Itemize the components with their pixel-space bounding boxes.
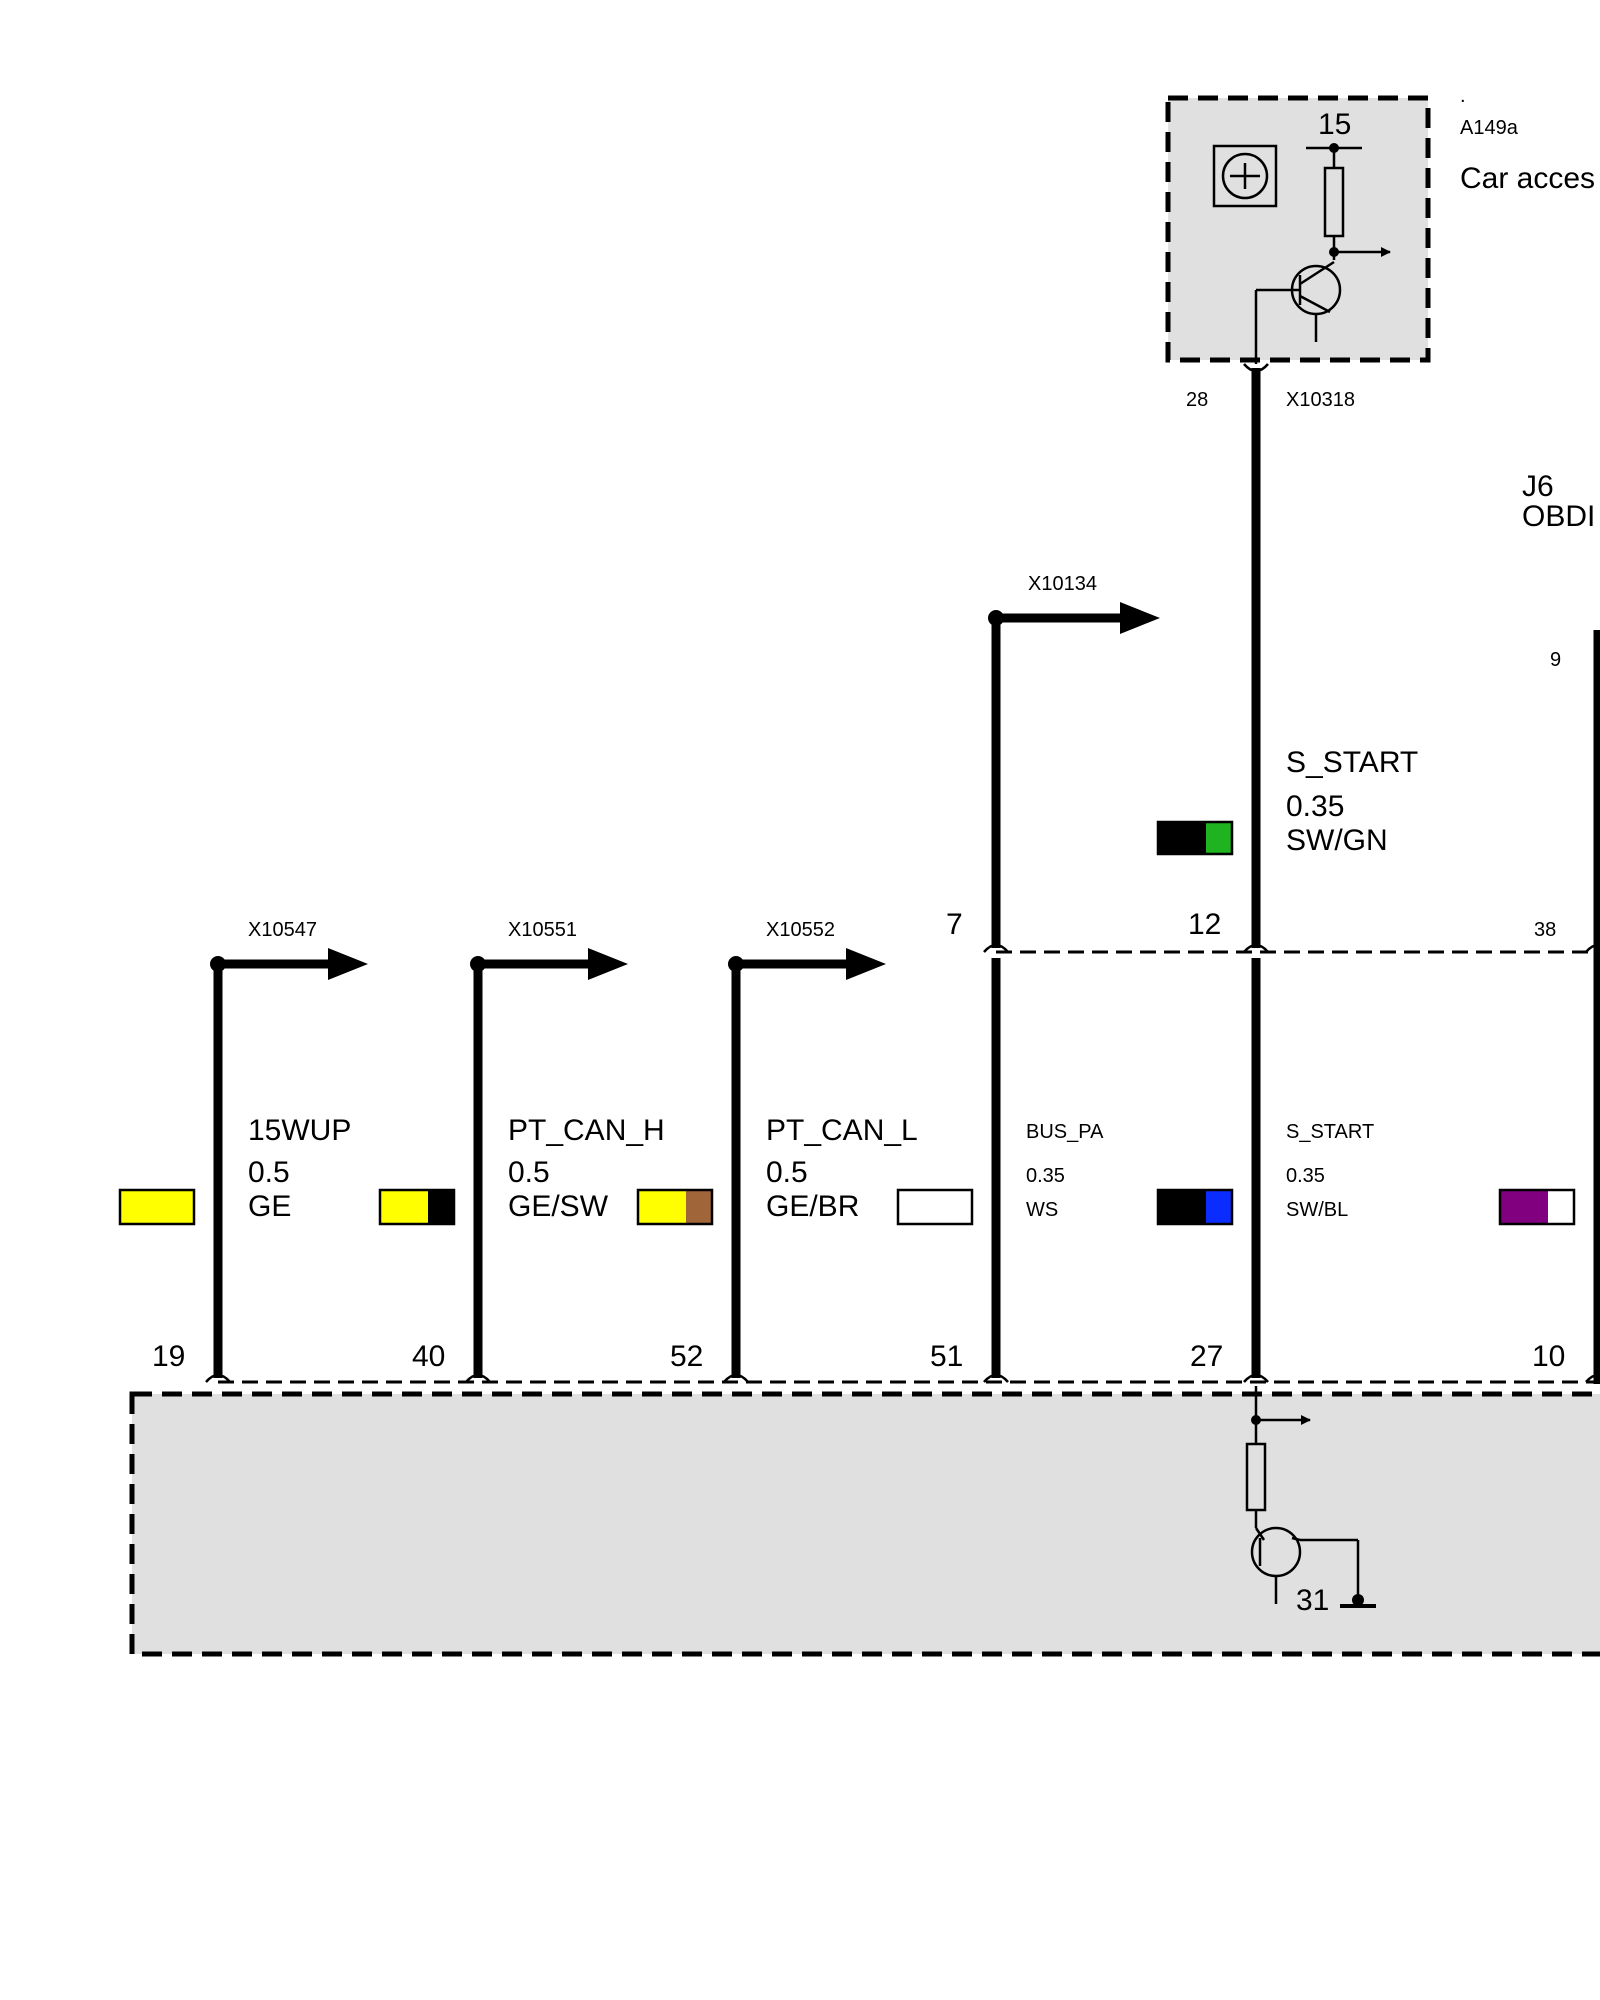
color-code-label-bus-pa: WS — [1026, 1199, 1058, 1221]
gauge-label-s-start: 0.35 — [1286, 1165, 1325, 1187]
signal-label-bus-pa: BUS_PA — [1026, 1121, 1104, 1143]
wire-color-swatch-s-start — [1156, 1188, 1234, 1226]
module-a149a-dot: . — [1460, 85, 1466, 107]
pin-label-19: 19 — [152, 1340, 185, 1373]
transistor-icon — [1250, 1526, 1360, 1604]
pin-label-27: 27 — [1190, 1340, 1223, 1373]
pin-28-label: 28 — [1186, 389, 1208, 411]
wire-column-15wup: X10547 15WUP 0.5GE 19 — [118, 919, 368, 1383]
wire-color-swatch-pt-can-h — [378, 1188, 456, 1226]
gauge-label-pt-can-h: 0.5 — [508, 1156, 550, 1189]
connector-label-pt-can-l: X10552 — [766, 919, 835, 941]
obd-pin-9-label: 9 — [1550, 649, 1561, 671]
gauge-label-bus-pa: 0.35 — [1026, 1165, 1065, 1187]
wire-color-swatch-pt-can-l — [636, 1188, 714, 1226]
arrow-icon — [588, 948, 628, 980]
arrow-icon — [328, 948, 368, 980]
pin-7-label: 7 — [946, 908, 963, 941]
signal-label-pt-can-h: PT_CAN_H — [508, 1114, 665, 1147]
pin-label-40: 40 — [412, 1340, 445, 1373]
wire-columns: X1054715WUP0.5GE19X10551PT_CAN_H0.5GE/SW… — [118, 919, 1600, 1383]
connector-x10134-label: X10134 — [1028, 573, 1097, 595]
terminal-15-label: 15 — [1318, 108, 1351, 141]
obd-id: J6 — [1522, 470, 1554, 503]
ground-icon — [1340, 1594, 1376, 1608]
transistor-icon — [1254, 260, 1342, 364]
color-code-label-pt-can-h: GE/SW — [508, 1190, 609, 1223]
pin-12-label: 12 — [1188, 908, 1221, 941]
wire-color-swatch-wire-6 — [1498, 1188, 1576, 1226]
wire-color-swatch-bus-pa — [896, 1188, 974, 1226]
ground-terminal-label: 31 — [1296, 1584, 1329, 1617]
signal-label-pt-can-l: PT_CAN_L — [766, 1114, 918, 1147]
gauge-label-15wup: 0.5 — [248, 1156, 290, 1189]
wire-color-swatch-s-start-upper — [1156, 820, 1234, 856]
s-start-upper-gauge: 0.35 — [1286, 790, 1344, 823]
gauge-label-pt-can-l: 0.5 — [766, 1156, 808, 1189]
wire-color-swatch-15wup — [118, 1188, 196, 1226]
color-code-label-s-start: SW/BL — [1286, 1199, 1348, 1221]
pin-label-10: 10 — [1532, 1340, 1565, 1373]
signal-label-s-start: S_START — [1286, 1121, 1374, 1143]
module-a149a: . A149a Car acces 15 — [1165, 85, 1595, 364]
color-code-label-pt-can-l: GE/BR — [766, 1190, 859, 1223]
bottom-module: 31 — [129, 1386, 1600, 1657]
module-a149a-name: Car acces — [1460, 162, 1595, 195]
pin-label-52: 52 — [670, 1340, 703, 1373]
connector-label-15wup: X10547 — [248, 919, 317, 941]
s-start-upper-color-code: SW/GN — [1286, 824, 1388, 857]
arrow-icon — [846, 948, 886, 980]
signal-label-15wup: 15WUP — [248, 1114, 351, 1147]
pin-label-51: 51 — [930, 1340, 963, 1373]
obd-name: OBDI — [1522, 500, 1595, 533]
pin-38-label: 38 — [1534, 919, 1556, 941]
transponder-icon — [1212, 144, 1278, 208]
connector-label-pt-can-h: X10551 — [508, 919, 577, 941]
connector-x10318-label: X10318 — [1286, 389, 1355, 411]
color-code-label-15wup: GE — [248, 1190, 291, 1223]
module-a149a-id: A149a — [1460, 117, 1519, 139]
s-start-upper-signal: S_START — [1286, 746, 1418, 779]
wire-column-wire-6: 10 — [1498, 1188, 1600, 1383]
